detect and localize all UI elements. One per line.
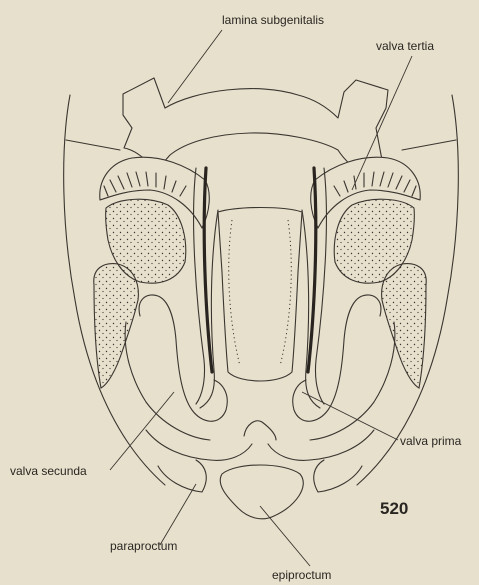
figure-number: 520 — [380, 499, 408, 518]
label-paraproctum: paraproctum — [110, 539, 177, 553]
label-lamina-subgenitalis: lamina subgenitalis — [222, 13, 324, 27]
label-epiproctum: epiproctum — [272, 568, 331, 582]
label-valva-secunda: valva secunda — [10, 464, 87, 478]
central-plate — [218, 208, 302, 382]
label-valva-tertia: valva tertia — [376, 39, 434, 53]
epiproctum-plate — [220, 465, 303, 519]
label-valva-prima: valva prima — [400, 434, 462, 448]
